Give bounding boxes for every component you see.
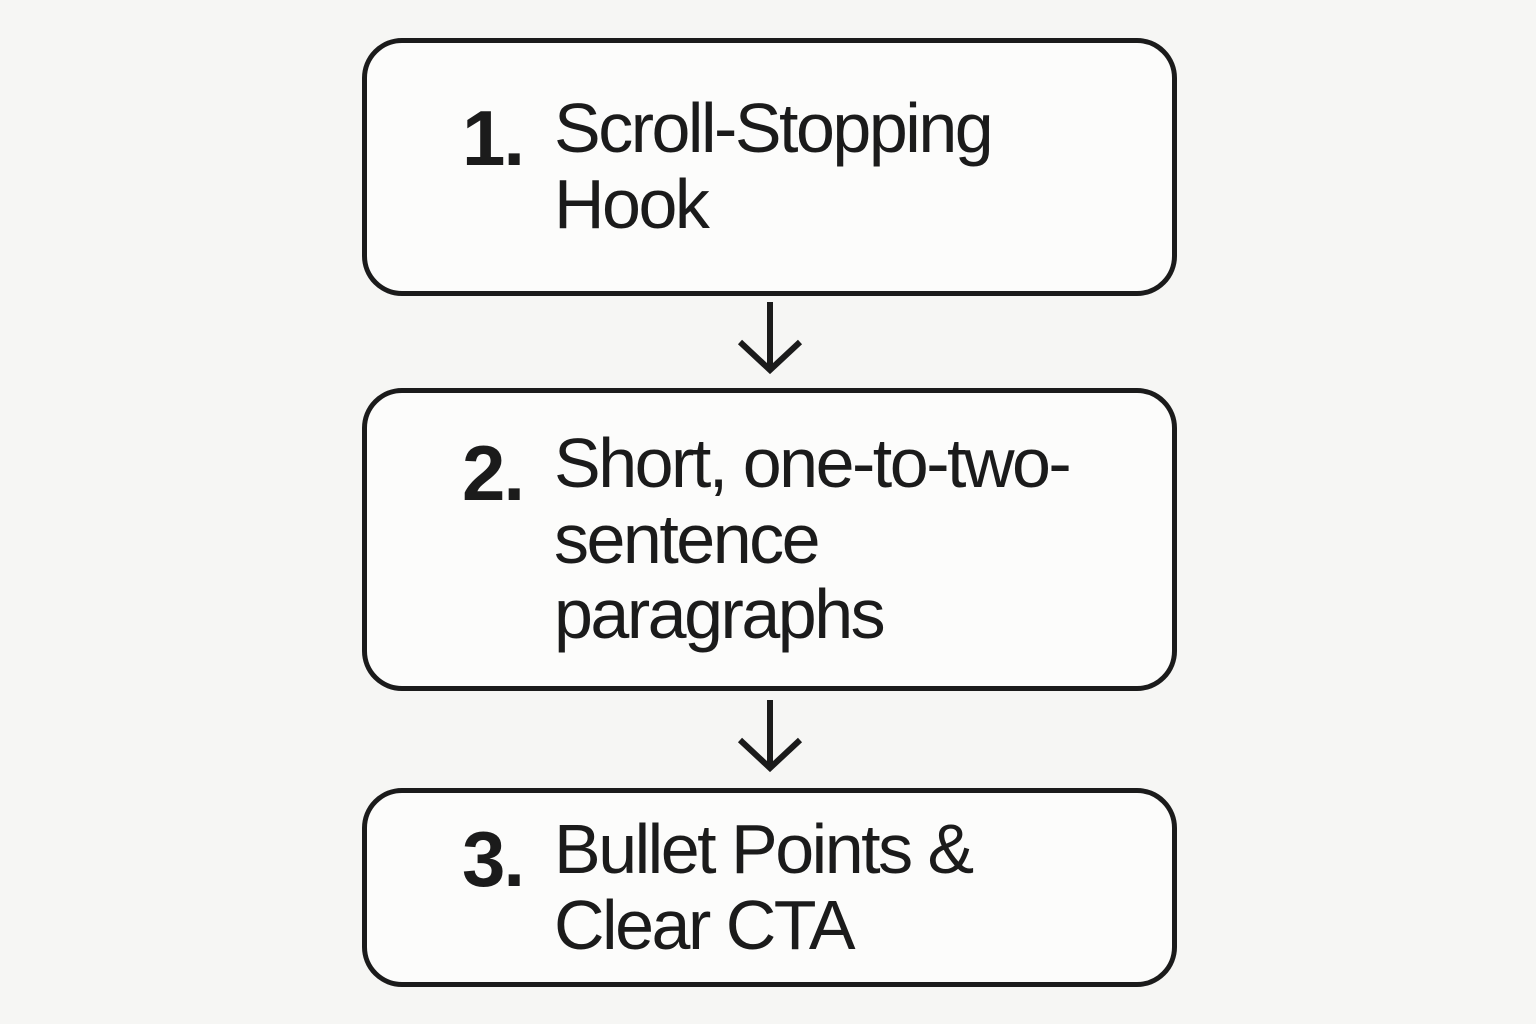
step-box-1: 1. Scroll-Stopping Hook — [362, 38, 1177, 296]
step-content-3: 3. Bullet Points & Clear CTA — [462, 809, 974, 964]
step-content-2: 2. Short, one-to-two- sentence paragraph… — [462, 424, 1072, 654]
step-number-3: 3. — [462, 814, 525, 903]
arrow-down-icon — [737, 302, 802, 375]
step-label-1: Scroll-Stopping Hook — [554, 89, 994, 243]
step-content-1: 1. Scroll-Stopping Hook — [462, 89, 994, 243]
arrow-down-icon — [737, 699, 802, 772]
flowchart-stack: 1. Scroll-Stopping Hook 2. Short, one-to… — [362, 38, 1177, 987]
step-number-2: 2. — [462, 429, 525, 518]
connector-1 — [710, 296, 830, 388]
step-label-2: Short, one-to-two- sentence paragraphs — [554, 424, 1072, 654]
step-number-1: 1. — [462, 94, 525, 183]
step-label-3: Bullet Points & Clear CTA — [554, 809, 974, 964]
step-box-3: 3. Bullet Points & Clear CTA — [362, 788, 1177, 987]
step-box-2: 2. Short, one-to-two- sentence paragraph… — [362, 388, 1177, 691]
connector-2 — [710, 691, 830, 788]
